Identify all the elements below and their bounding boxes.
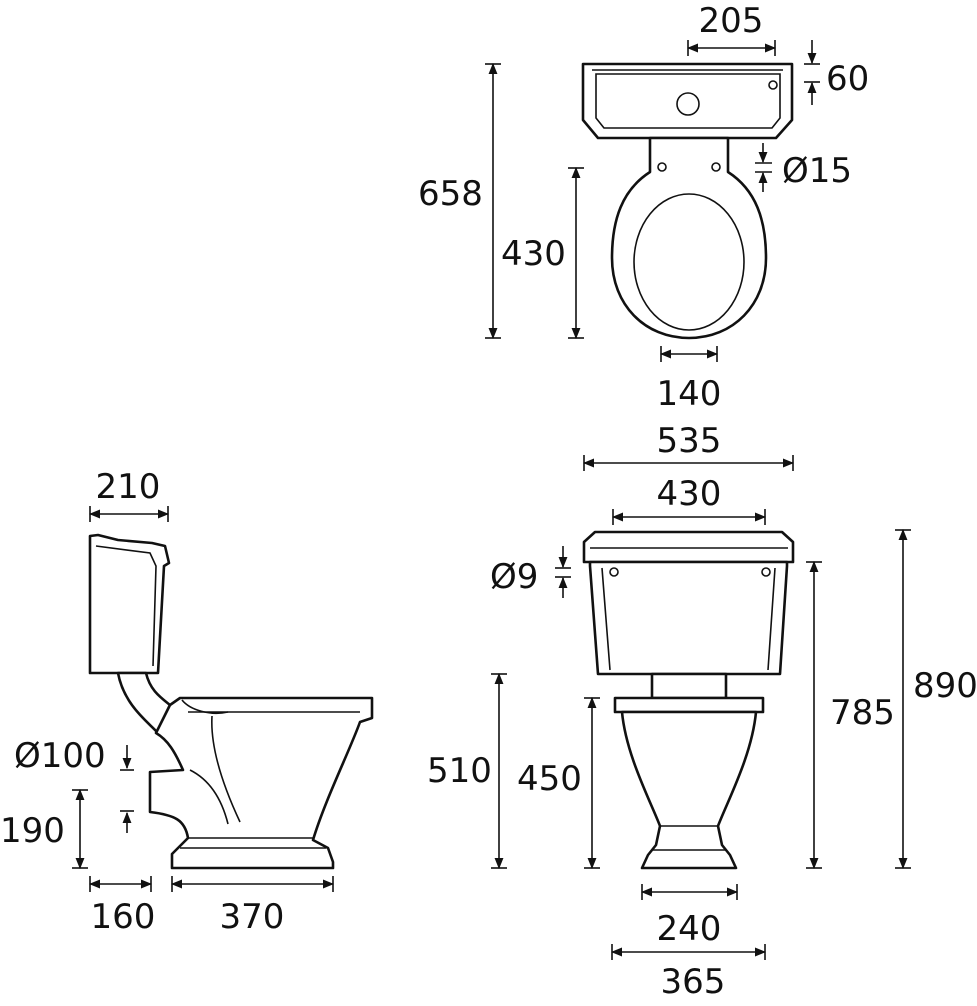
dim-240: 240 [657,909,722,949]
front-seat [613,696,765,714]
front-pan [620,710,758,870]
dim-210: 210 [96,467,161,507]
dim-430-top: 430 [501,234,566,274]
side-cistern [88,533,171,675]
dim-d9: Ø9 [490,557,538,597]
seat-hole-right [711,162,721,172]
dim-60: 60 [826,59,869,99]
fixing-hole-right [761,567,771,577]
dim-140: 140 [657,374,722,414]
fixing-hole-left [609,567,619,577]
flush-button [676,92,700,116]
dim-535: 535 [657,421,722,461]
dim-370: 370 [220,897,285,937]
top-cistern [581,62,794,140]
top-seat [610,136,768,340]
seat-hole-left [657,162,667,172]
top-view: 205 60 Ø15 658 430 140 [418,1,869,414]
dim-430-front: 430 [657,474,722,514]
dim-785: 785 [830,693,895,733]
dim-d100: Ø100 [14,736,106,776]
side-view: 210 Ø100 190 160 370 [0,467,374,937]
front-view: 535 430 Ø9 785 890 510 450 [427,421,977,1002]
dim-890: 890 [913,666,977,706]
dim-365: 365 [661,962,726,1002]
side-pan [148,696,374,870]
dim-205: 205 [699,1,764,41]
dim-160: 160 [91,897,156,937]
front-cistern [588,560,789,676]
dim-d15: Ø15 [782,151,852,191]
dim-190: 190 [0,811,65,851]
dim-510: 510 [427,751,492,791]
dim-658: 658 [418,174,483,214]
front-cistern-lid [582,530,795,564]
dim-450: 450 [517,759,582,799]
